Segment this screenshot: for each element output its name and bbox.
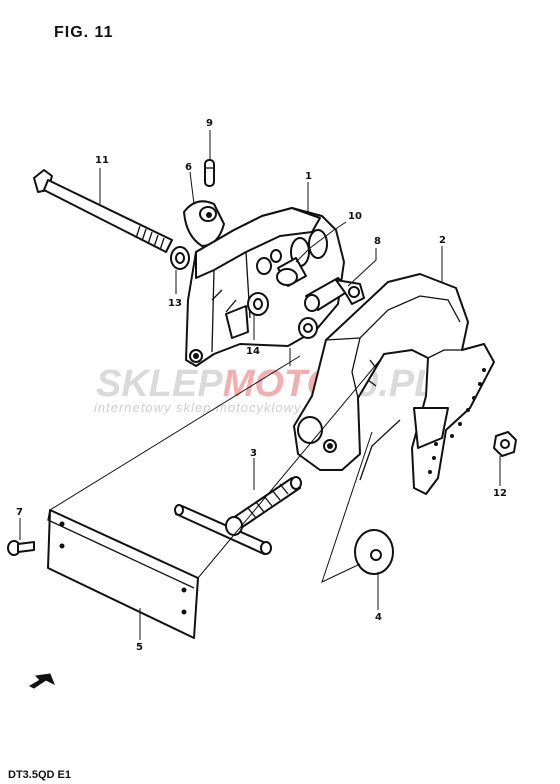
plate-part-5[interactable] <box>47 509 199 639</box>
callout-8: 8 <box>374 236 381 247</box>
callout-14: 14 <box>246 346 260 357</box>
model-code: DT3.5QD E1 <box>8 769 71 781</box>
callout-5: 5 <box>136 642 143 653</box>
washer-part-13[interactable] <box>170 246 190 270</box>
clamp-screw-part-3[interactable] <box>174 476 302 555</box>
callout-10: 10 <box>348 211 362 222</box>
callout-2: 2 <box>439 235 446 246</box>
callout-12: 12 <box>493 488 507 499</box>
callout-7: 7 <box>16 507 23 518</box>
callout-3: 3 <box>250 448 257 459</box>
callout-13: 13 <box>168 298 182 309</box>
callout-9: 9 <box>206 118 213 129</box>
callout-4: 4 <box>375 612 382 623</box>
nut-part-12[interactable] <box>493 431 517 457</box>
svg-text:SKLEPMOTO20.PL: SKLEPMOTO20.PL <box>96 363 437 405</box>
washer-part-14[interactable] <box>247 292 269 316</box>
callout-numbers: 9 6 11 13 1 10 8 2 14 12 3 4 5 7 <box>16 118 507 653</box>
washer-small[interactable] <box>298 317 318 339</box>
callout-1: 1 <box>305 171 312 182</box>
shaft-part-8[interactable] <box>304 277 365 312</box>
bolt-part-11[interactable] <box>33 169 173 253</box>
pin-part-9[interactable] <box>204 159 215 187</box>
watermark-tagline: internetowy sklep motocyklowy <box>94 400 302 415</box>
bushing-part-10[interactable] <box>276 257 307 287</box>
callout-6: 6 <box>185 162 192 173</box>
screw-part-7[interactable] <box>7 540 35 556</box>
knob-part-6[interactable] <box>183 200 225 247</box>
pad-part-4[interactable] <box>354 529 394 575</box>
watermark: SKLEPMOTO20.PL internetowy sklep motocyk… <box>94 363 437 415</box>
watermark-brand-part1: SKLEP <box>96 363 223 405</box>
figure-title: FIG. 11 <box>54 24 113 41</box>
callout-11: 11 <box>95 155 109 166</box>
direction-arrow-icon <box>28 673 55 689</box>
leader-lines <box>19 130 501 640</box>
